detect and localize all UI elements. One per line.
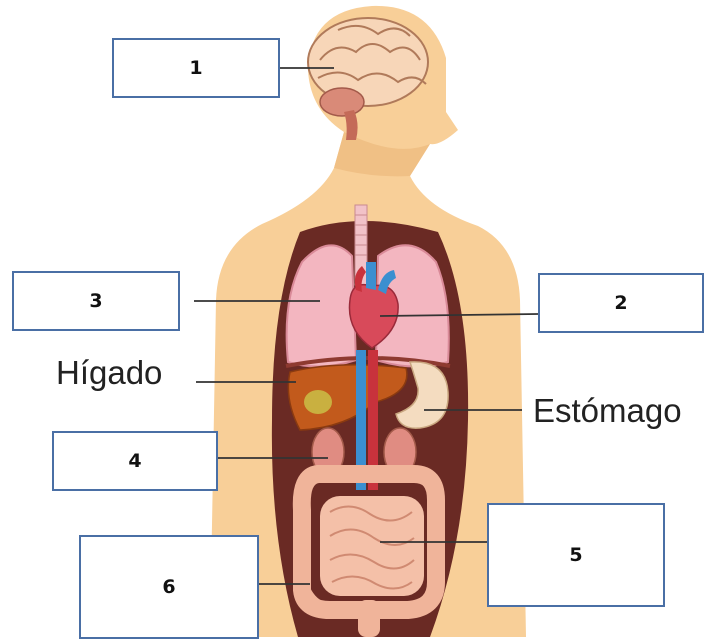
- label-box-2[interactable]: 2: [538, 273, 704, 333]
- label-box-5[interactable]: 5: [487, 503, 665, 607]
- label-box-4[interactable]: 4: [52, 431, 218, 491]
- rectum: [358, 600, 380, 637]
- gallbladder: [304, 390, 332, 414]
- label-box-6[interactable]: 6: [79, 535, 259, 639]
- cerebellum: [320, 88, 364, 116]
- stomach-label: Estómago: [533, 392, 682, 430]
- liver-label: Hígado: [56, 354, 162, 392]
- small-intestine: [320, 496, 424, 596]
- label-box-3[interactable]: 3: [12, 271, 180, 331]
- label-box-1[interactable]: 1: [112, 38, 280, 98]
